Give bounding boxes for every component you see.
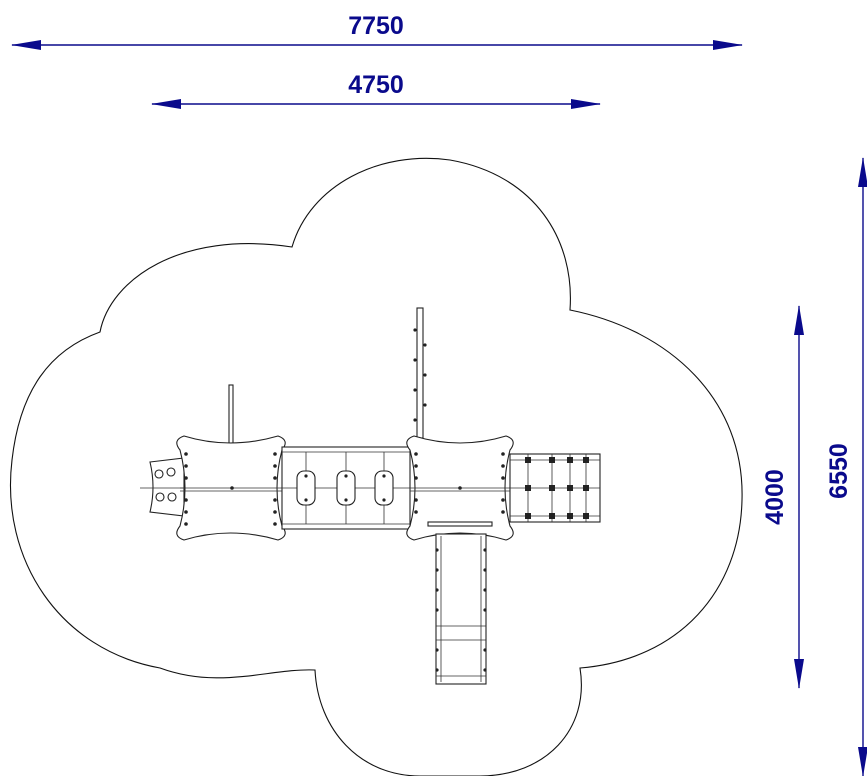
dimension-overall-depth: 6550 bbox=[825, 157, 867, 776]
dimension-structure-width: 4750 bbox=[151, 71, 601, 109]
dimension-label-structure-width: 4750 bbox=[348, 71, 404, 99]
horizontal-ladder bbox=[509, 453, 601, 523]
right-pole-bolts bbox=[413, 328, 427, 422]
right-flag-pole bbox=[416, 307, 424, 439]
ladder-bolts bbox=[525, 457, 589, 519]
bridge bbox=[281, 446, 411, 530]
dimension-label-overall-width: 7750 bbox=[348, 12, 404, 40]
slide bbox=[435, 533, 487, 685]
bridge-panel bbox=[296, 470, 316, 506]
climbing-hold bbox=[167, 492, 177, 502]
dimension-structure-depth: 4000 bbox=[761, 305, 804, 689]
left-deck-bolts bbox=[184, 452, 277, 526]
safety-zone-outline bbox=[10, 157, 743, 776]
slide-chute bbox=[435, 533, 487, 685]
slide-bolts bbox=[435, 548, 487, 672]
dimension-overall-width: 7750 bbox=[11, 12, 743, 50]
left-tower bbox=[140, 384, 286, 541]
right-tower bbox=[406, 307, 514, 541]
bridge-panel bbox=[374, 470, 394, 506]
climbing-hold bbox=[155, 492, 165, 502]
bridge-panel bbox=[336, 470, 356, 506]
left-flag-pole bbox=[228, 384, 234, 444]
right-deck-bolts bbox=[414, 452, 505, 514]
climbing-hold bbox=[166, 467, 176, 477]
climbing-hold bbox=[154, 469, 164, 479]
dimension-label-overall-depth: 6550 bbox=[825, 443, 853, 499]
left-climbing-panel bbox=[149, 457, 185, 517]
right-deck-entry-bar bbox=[427, 521, 493, 527]
dimension-label-structure-depth: 4000 bbox=[761, 469, 789, 525]
